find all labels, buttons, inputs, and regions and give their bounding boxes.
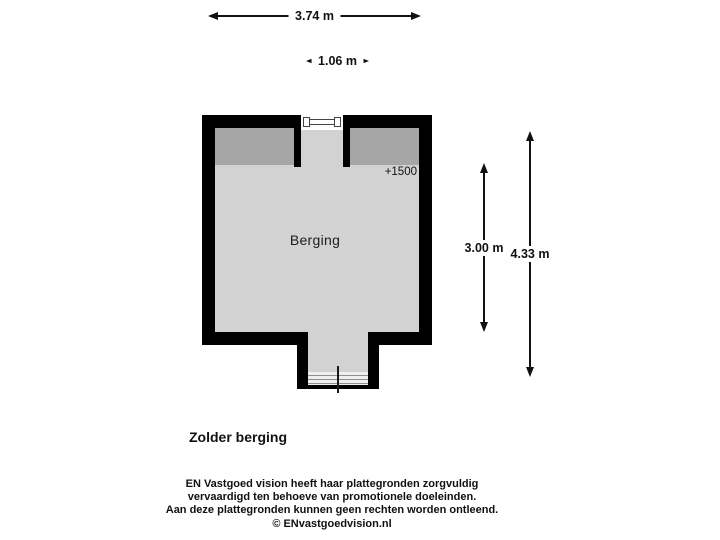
- low-headroom-zone-left: [215, 128, 294, 165]
- window-frame-cap-right: [334, 117, 341, 127]
- dimension-arrow-inner-depth: 3.00 m: [457, 163, 511, 332]
- height-level-marker: +1500: [384, 166, 417, 178]
- dimension-arrow-total-width: 3.74 m: [208, 8, 421, 24]
- room-name-label: Berging: [289, 232, 341, 248]
- dimension-label-total-depth: 4.33 m: [503, 246, 557, 262]
- disclaimer-line-3: Aan deze plattegronden kunnen geen recht…: [165, 504, 499, 517]
- dimension-arrow-stair-width: 1.06 m: [306, 53, 369, 69]
- wall-stub-left: [294, 128, 301, 167]
- dimension-label-total-width: 3.74 m: [288, 8, 341, 24]
- dimension-label-stair-width: 1.06 m: [311, 53, 364, 69]
- copyright-line: © ENvastgoedvision.nl: [272, 517, 392, 530]
- dimension-arrow-total-depth: 4.33 m: [503, 131, 557, 377]
- disclaimer-line-1: EN Vastgoed vision heeft haar plattegron…: [185, 478, 479, 490]
- disclaimer-block: EN Vastgoed vision heeft haar plattegron…: [132, 478, 532, 531]
- window-frame-cap-left: [303, 117, 310, 127]
- window-frame-bar: [306, 119, 338, 125]
- low-headroom-zone-right: [350, 128, 419, 165]
- dimension-label-inner-depth: 3.00 m: [457, 239, 511, 256]
- disclaimer-line-2: vervaardigd ten behoeve van promotionele…: [187, 491, 477, 504]
- wall-stub-right: [343, 128, 350, 167]
- plan-title: Zolder berging: [189, 429, 287, 445]
- stairs-direction-line: [337, 366, 339, 393]
- window-symbol: [301, 114, 343, 130]
